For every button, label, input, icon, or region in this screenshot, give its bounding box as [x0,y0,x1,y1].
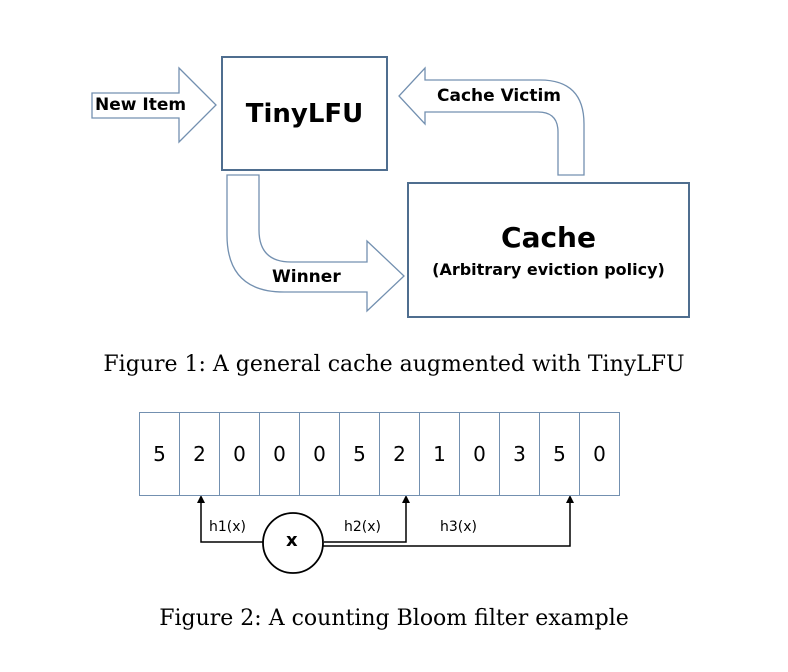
tinylfu-box: TinyLFU [221,56,388,171]
h3-line [322,500,571,547]
bloom-filter-cell: 5 [339,412,380,496]
bloom-filter-cell: 0 [219,412,260,496]
h2-arrowhead [402,495,410,503]
h1-label: h1(x) [209,519,246,535]
cache-victim-label: Cache Victim [437,86,562,106]
bloom-filter-cell: 2 [179,412,220,496]
h1-arrowhead [197,495,205,503]
bloom-filter-cell: 0 [299,412,340,496]
h3-label: h3(x) [440,519,477,535]
new-item-label: New Item [95,95,187,115]
h1-line [200,500,264,543]
bloom-filter-cell: 3 [499,412,540,496]
input-x-circle [262,512,324,574]
bloom-filter-cell: 1 [419,412,460,496]
cache-victim-arrow [398,66,585,176]
h2-line [324,500,407,543]
h2-label: h2(x) [344,519,381,535]
cache-title: Cache [501,221,596,254]
figure1-caption: Figure 1: A general cache augmented with… [103,352,685,377]
figure2-caption: Figure 2: A counting Bloom filter exampl… [159,606,629,631]
winner-label: Winner [272,267,341,287]
h3-arrowhead [566,495,574,503]
bloom-filter-cell: 2 [379,412,420,496]
tinylfu-label: TinyLFU [245,98,364,129]
winner-arrow [226,174,405,313]
bloom-filter-cell: 0 [259,412,300,496]
new-item-arrow [91,66,217,144]
bloom-filter-cell: 0 [459,412,500,496]
bloom-filter-cell: 5 [139,412,180,496]
bloom-filter-cell: 0 [579,412,620,496]
cache-subtitle: (Arbitrary eviction policy) [432,260,665,279]
input-x-label: x [286,530,298,551]
bloom-filter-cell: 5 [539,412,580,496]
cache-box: Cache (Arbitrary eviction policy) [407,182,690,318]
